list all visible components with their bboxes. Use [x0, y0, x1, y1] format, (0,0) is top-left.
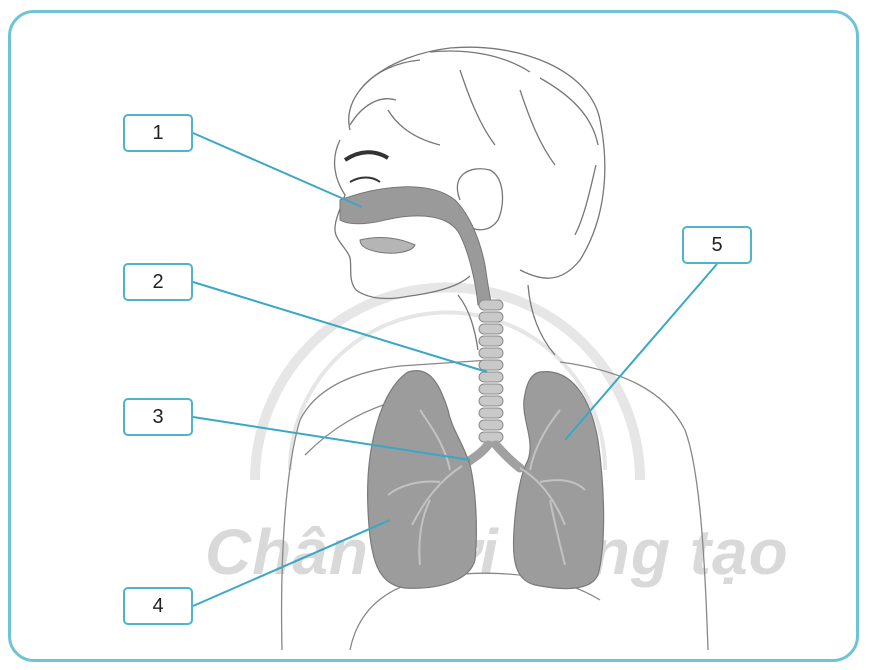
bronchi [462, 445, 520, 468]
label-box-4: 4 [123, 587, 193, 625]
label-box-3: 3 [123, 398, 193, 436]
label-box-1: 1 [123, 114, 193, 152]
leader-line-2 [193, 282, 487, 372]
label-box-2: 2 [123, 263, 193, 301]
leader-line-1 [193, 133, 362, 207]
lung-left [368, 371, 477, 589]
eye [350, 178, 380, 183]
label-box-5: 5 [682, 226, 752, 264]
leader-line-4 [193, 520, 390, 606]
eyebrow [345, 152, 388, 160]
